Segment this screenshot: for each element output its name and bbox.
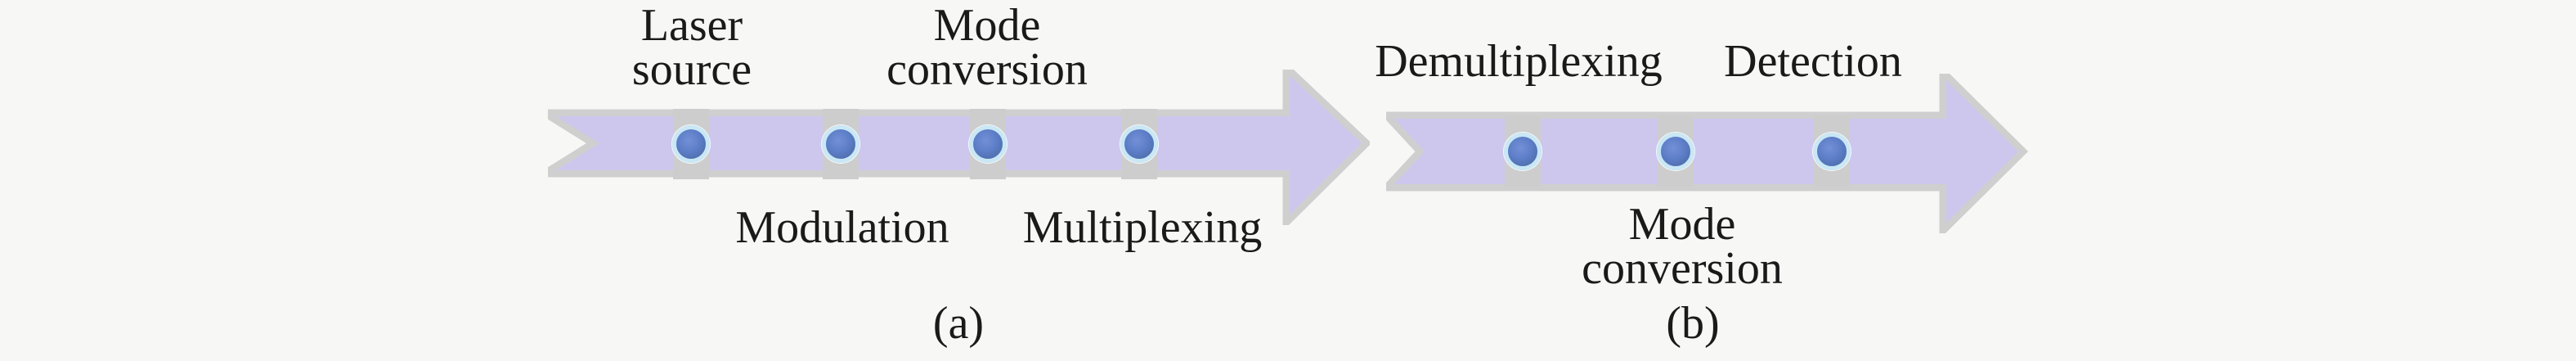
panel-a-caption: (a)	[932, 298, 985, 349]
arrow-a-body	[556, 75, 1362, 214]
flow-arrow-a	[548, 70, 1370, 225]
label-modulation: Modulation	[735, 202, 949, 253]
flow-arrow-b	[1386, 74, 2028, 233]
label-detection: Detection	[1724, 36, 1902, 87]
node-dot-icon	[1120, 125, 1158, 163]
node-dot-icon	[969, 125, 1007, 163]
label-mode-conversion-a: Mode conversion	[886, 0, 1088, 95]
node-dot-icon	[672, 125, 710, 163]
label-mode-conversion-b: Mode conversion	[1582, 199, 1783, 294]
label-demultiplexing: Demultiplexing	[1375, 36, 1663, 87]
node-dot-icon	[1657, 133, 1694, 170]
label-multiplexing: Multiplexing	[1022, 202, 1263, 253]
label-laser-source: Laser source	[631, 0, 752, 95]
node-dot-icon	[1813, 133, 1851, 170]
node-dot-icon	[1504, 133, 1542, 170]
panel-b-caption: (b)	[1666, 298, 1720, 349]
node-dot-icon	[822, 125, 859, 163]
arrow-b-body	[1394, 80, 2018, 223]
